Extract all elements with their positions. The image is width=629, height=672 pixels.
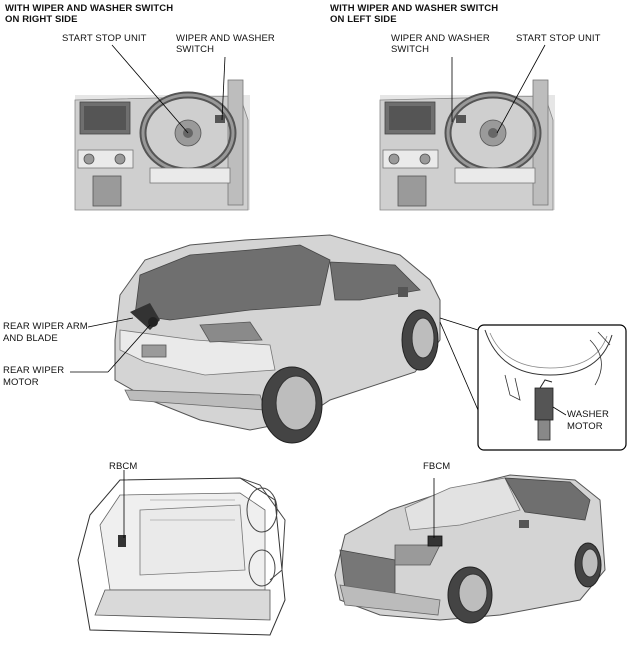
label-rear-wiper-motor-2: MOTOR (3, 377, 39, 388)
label-wiper-washer-switch-right-2: SWITCH (176, 44, 215, 55)
vehicle-rear-view (114, 234, 441, 444)
label-wiper-washer-switch-left-2: SWITCH (391, 44, 430, 55)
header-right-side-line2: ON RIGHT SIDE (5, 14, 78, 25)
label-rbcm: RBCM (109, 461, 138, 472)
label-washer-motor-2: MOTOR (567, 421, 603, 432)
dashboard-illustration-left (379, 79, 555, 211)
header-left-side-line2: ON LEFT SIDE (330, 14, 397, 25)
leader-start-stop-a (111, 44, 189, 134)
label-fbcm: FBCM (423, 461, 451, 472)
header-right-side-line1: WITH WIPER AND WASHER SWITCH (5, 3, 174, 14)
label-rear-wiper-motor-1: REAR WIPER (3, 365, 65, 376)
dashboard-illustration-right (74, 79, 250, 211)
leader-switch-a (221, 56, 226, 121)
detail-callout-bottom (439, 321, 479, 411)
label-rear-wiper-arm-2: AND BLADE (3, 333, 58, 344)
label-wiper-washer-switch-left-1: WIPER AND WASHER (391, 33, 490, 44)
label-start-stop-unit-right: START STOP UNIT (62, 33, 147, 44)
label-wiper-washer-switch-right-1: WIPER AND WASHER (176, 33, 275, 44)
label-start-stop-unit-left: START STOP UNIT (516, 33, 601, 44)
header-left-side-line1: WITH WIPER AND WASHER SWITCH (330, 3, 499, 14)
leader-washer-motor (552, 406, 567, 416)
label-rear-wiper-arm-1: REAR WIPER ARM (3, 321, 88, 332)
leader-start-stop-b (496, 44, 546, 134)
vehicle-front-view (334, 474, 606, 624)
trunk-interior-illustration (77, 477, 286, 636)
detail-callout-top (439, 317, 479, 331)
label-washer-motor-1: WASHER (567, 409, 609, 420)
leader-rear-wiper-arm (87, 317, 134, 328)
washer-motor-detail-box (477, 324, 627, 451)
leader-rear-wiper-motor-b (107, 324, 151, 373)
